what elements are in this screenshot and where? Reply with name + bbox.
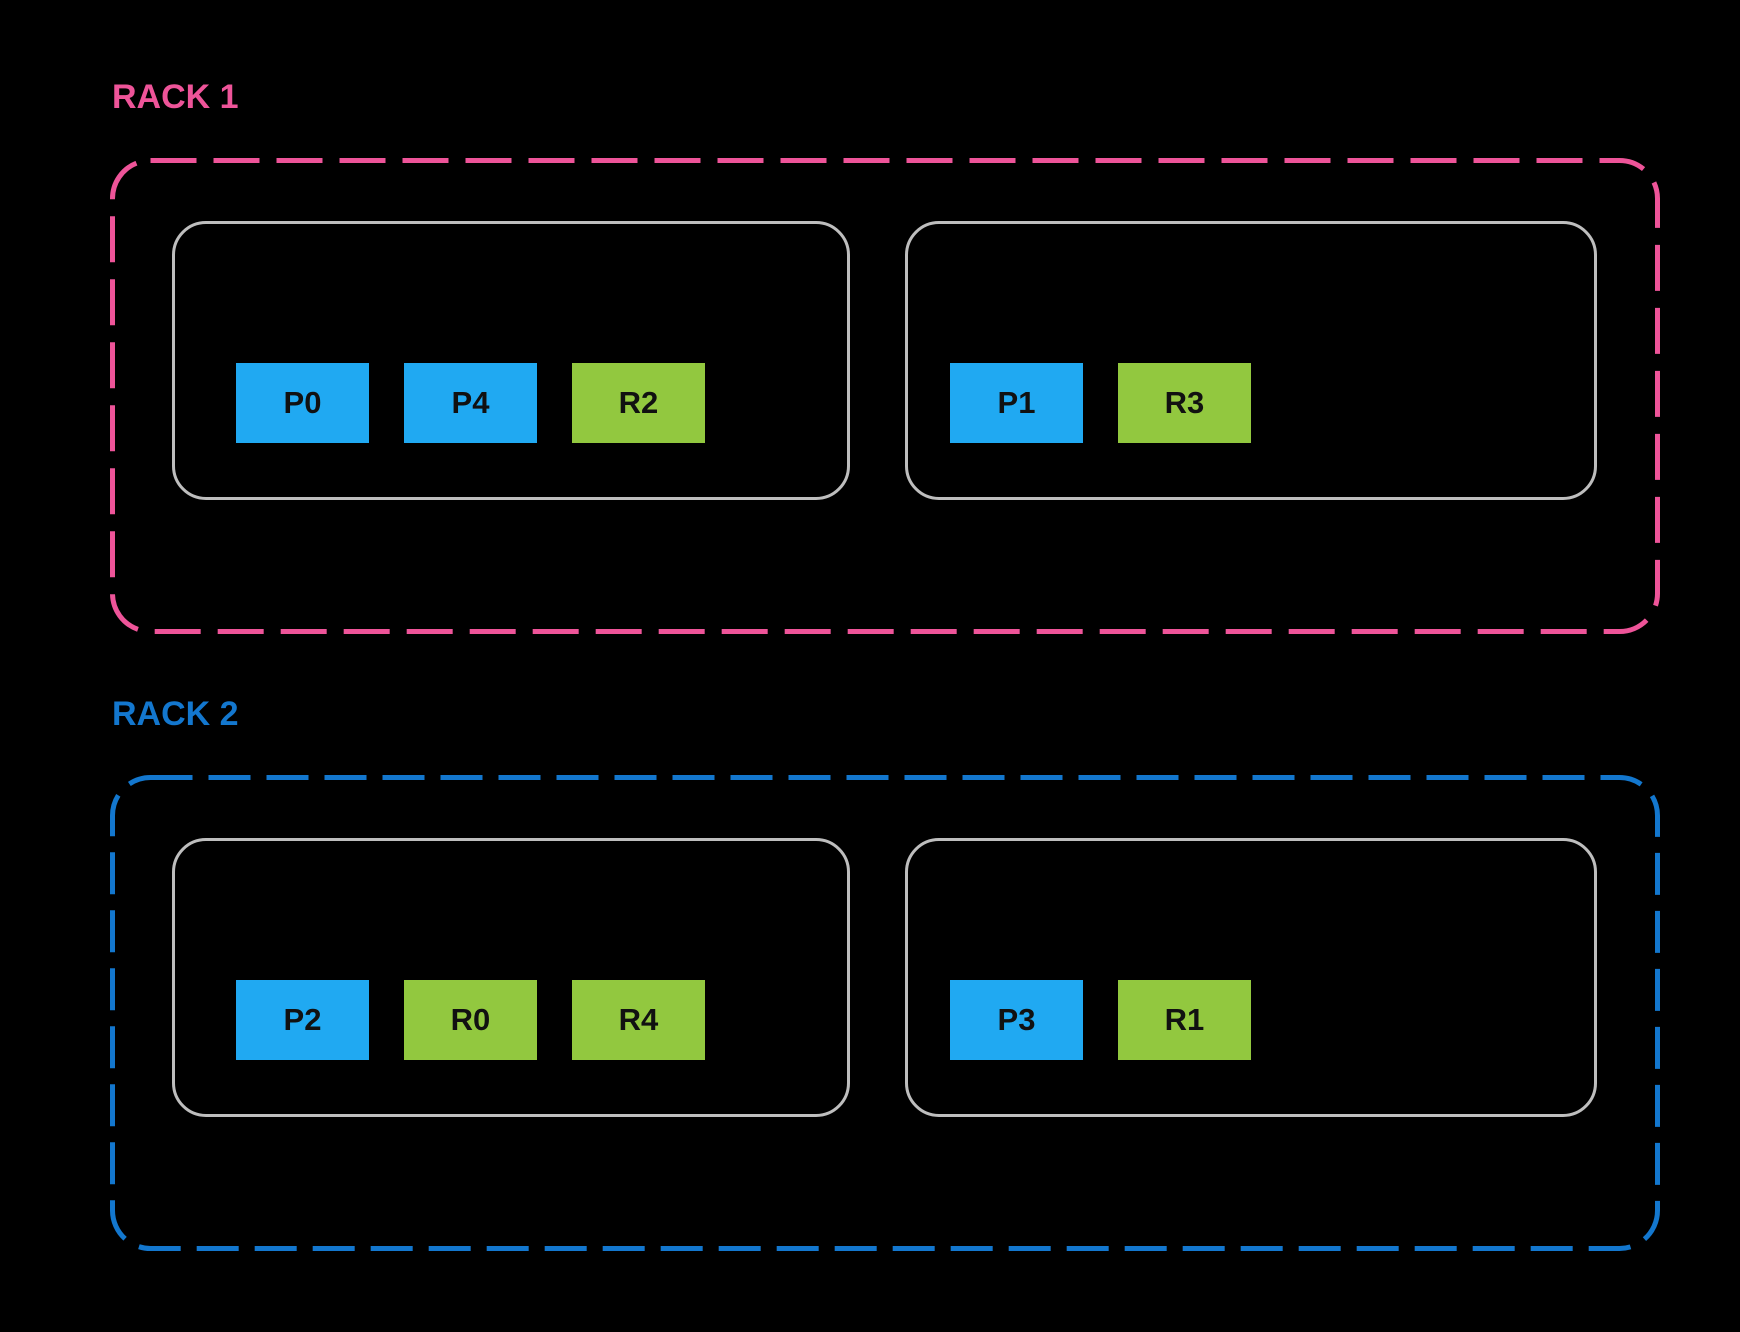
shard-p4: P4 [404, 363, 537, 443]
rack2-node1: P2 R0 R4 [172, 838, 850, 1117]
shard-r3: R3 [1118, 363, 1251, 443]
rack2-label: RACK 2 [112, 695, 239, 733]
rack1-node2: P1 R3 [905, 221, 1597, 500]
shard-r4: R4 [572, 980, 705, 1060]
shard-p0: P0 [236, 363, 369, 443]
shard-p1: P1 [950, 363, 1083, 443]
rack2-node2: P3 R1 [905, 838, 1597, 1117]
rack1-border-rect [110, 158, 1660, 634]
rack1-node1: P0 P4 R2 [172, 221, 850, 500]
shard-r1: R1 [1118, 980, 1251, 1060]
shard-r2: R2 [572, 363, 705, 443]
rack1-dashed-border [110, 158, 1660, 634]
rack2-dashed-border [110, 775, 1660, 1251]
rack1-label: RACK 1 [112, 78, 239, 116]
shard-p2: P2 [236, 980, 369, 1060]
shard-p3: P3 [950, 980, 1083, 1060]
rack2-border-rect [110, 775, 1660, 1251]
shard-r0: R0 [404, 980, 537, 1060]
